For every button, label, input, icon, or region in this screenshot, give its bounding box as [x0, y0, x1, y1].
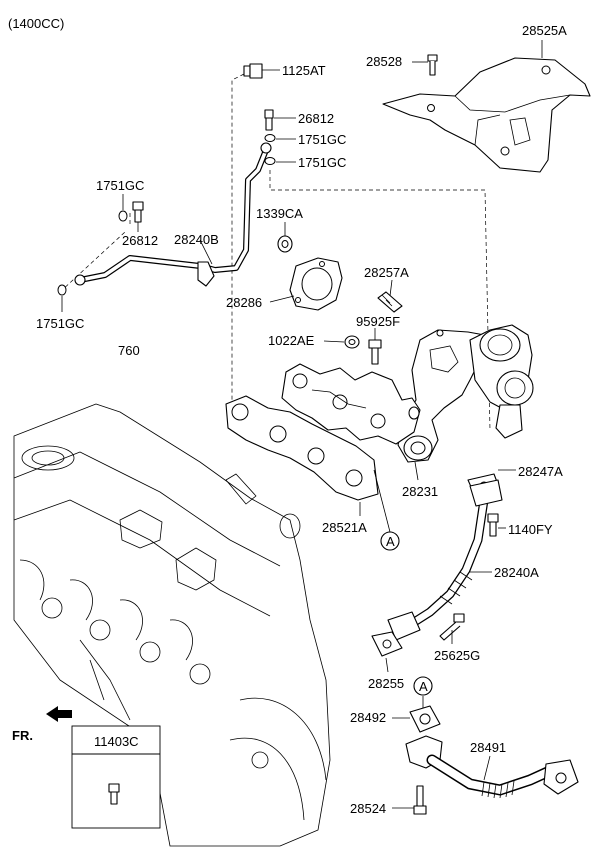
front-direction-indicator: FR. — [12, 706, 72, 743]
bolt-28524[interactable] — [413, 785, 427, 815]
label-28524: 28524 — [350, 801, 386, 816]
label-28491: 28491 — [470, 740, 506, 755]
washer-1751GC-4[interactable] — [57, 284, 67, 296]
bolt-11403C-icon — [108, 783, 120, 805]
reference-marker-a-lower: A — [413, 676, 433, 696]
label-1022AE: 1022AE — [268, 333, 315, 348]
turbocharger-28231[interactable] — [397, 324, 534, 463]
engine-block-outline — [13, 403, 331, 847]
svg-text:A: A — [386, 534, 395, 549]
label-26812-upper: 26812 — [298, 111, 334, 126]
pipe-28491[interactable] — [405, 735, 579, 799]
inset-box-11403C[interactable]: 11403C — [71, 725, 161, 829]
label-28525A: 28525A — [522, 23, 567, 38]
svg-text:A: A — [419, 679, 428, 694]
gasket-28492[interactable] — [409, 705, 441, 733]
engine-variant-label: (1400CC) — [8, 16, 64, 31]
label-28247A: 28247A — [518, 464, 563, 479]
label-1125AT: 1125AT — [282, 63, 326, 78]
label-28528: 28528 — [366, 54, 402, 69]
label-26812-lower: 26812 — [122, 233, 158, 248]
label-1339CA: 1339CA — [256, 206, 303, 221]
label-28521A: 28521A — [322, 520, 367, 535]
label-95925F: 95925F — [356, 314, 400, 329]
washer-1751GC-1[interactable] — [264, 134, 276, 142]
gasket-28255[interactable] — [371, 631, 403, 657]
bolt-28528[interactable] — [427, 54, 438, 76]
stud-28257A[interactable] — [377, 291, 403, 313]
label-1751GC-4: 1751GC — [36, 316, 84, 331]
label-28240A: 28240A — [494, 565, 539, 580]
exhaust-manifold-28521A[interactable] — [281, 363, 421, 445]
label-11403C: 11403C — [94, 734, 139, 749]
label-28231: 28231 — [402, 484, 438, 499]
label-1751GC-3: 1751GC — [96, 178, 144, 193]
oil-return-pipe-28240A[interactable] — [387, 479, 503, 641]
label-1140FY: 1140FY — [508, 522, 553, 537]
front-label: FR. — [12, 728, 33, 743]
label-28492: 28492 — [350, 710, 386, 725]
bolt-1140FY[interactable] — [487, 513, 499, 537]
label-28255: 28255 — [368, 676, 404, 691]
bolt-95925F[interactable] — [368, 339, 382, 365]
gasket-28286[interactable] — [289, 257, 343, 311]
label-1751GC-2: 1751GC — [298, 155, 346, 170]
washer-1751GC-3[interactable] — [118, 210, 128, 222]
label-760: 760 — [118, 343, 140, 358]
manifold-gasket[interactable] — [225, 395, 379, 501]
label-28240B: 28240B — [174, 232, 219, 247]
reference-marker-a-upper: A — [380, 531, 400, 551]
label-28286: 28286 — [226, 295, 262, 310]
banjo-bolt-26812-lower[interactable] — [132, 201, 144, 223]
label-28257A: 28257A — [364, 265, 409, 280]
label-1751GC-1: 1751GC — [298, 132, 346, 147]
label-25625G: 25625G — [434, 648, 480, 663]
oil-feed-pipe-28240B[interactable] — [74, 142, 272, 287]
nut-1022AE[interactable] — [344, 335, 360, 349]
washer-1751GC-2[interactable] — [264, 157, 276, 165]
bolt-25625G[interactable] — [439, 613, 465, 641]
front-arrow-icon — [46, 706, 72, 722]
banjo-bolt-26812-upper[interactable] — [264, 109, 274, 131]
nut-1339CA[interactable] — [277, 235, 293, 253]
heat-protector-28525A[interactable] — [382, 57, 591, 173]
bolt-1125AT[interactable] — [243, 63, 263, 79]
